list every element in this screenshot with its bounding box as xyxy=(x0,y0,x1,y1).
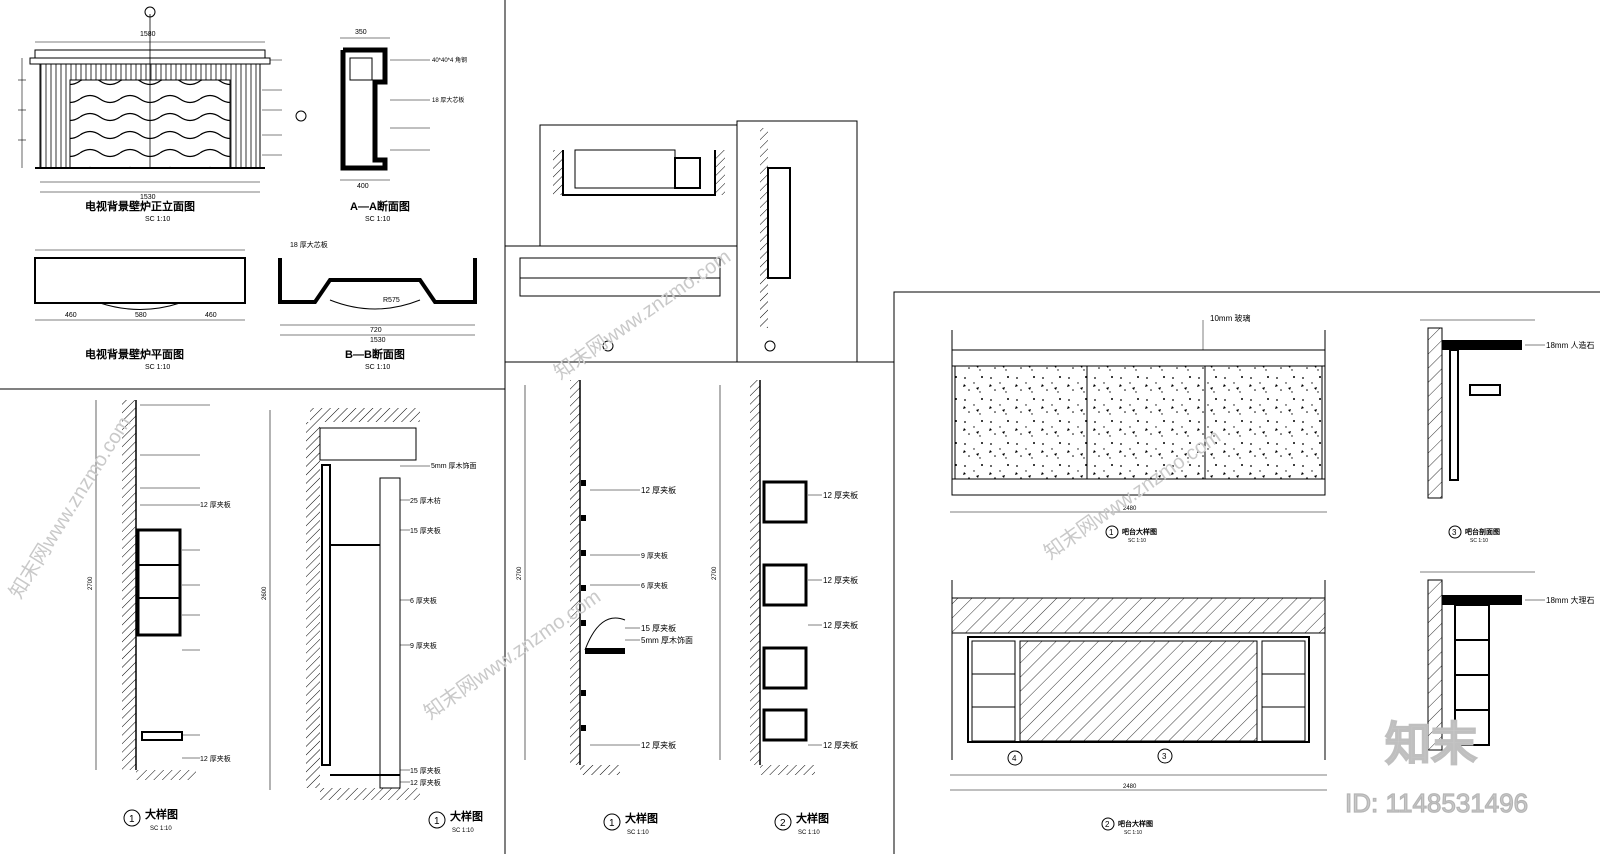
bar1-num: 1 xyxy=(1109,528,1114,537)
bar2-num: 2 xyxy=(1105,820,1110,829)
d1b-note-2: 25 厚木枋 xyxy=(410,496,441,505)
section-bb: 18 厚大芯板 R575 720 1530 B—B断面图 SC 1:10 xyxy=(278,240,477,371)
bar3-title: 吧台剖面图 xyxy=(1465,527,1500,536)
bar1-title: 吧台大样图 xyxy=(1122,527,1157,536)
d1-note-1: 12 厚夹板 xyxy=(200,500,231,509)
plan-dim-1: 460 xyxy=(65,312,77,319)
watermark-repeat-2: 知末网www.znzmo.com xyxy=(550,245,735,384)
watermark-id: ID: 1148531496 xyxy=(1345,788,1528,818)
fireplace-plan: 460 580 460 电视背景壁炉平面图 SC 1:10 xyxy=(34,249,246,371)
fp-elevation-title: 电视背景壁炉正立面图 xyxy=(85,199,195,213)
d1b-title: 大样图 xyxy=(450,809,483,823)
watermark: 知末网www.znzmo.com 知末网www.znzmo.com 知末网www… xyxy=(5,245,1529,819)
aa-scale: SC 1:10 xyxy=(365,216,390,223)
d1c-scale: SC 1:10 xyxy=(627,830,649,836)
d1b-scale: SC 1:10 xyxy=(452,828,474,834)
fp-dim-top: 1580 xyxy=(140,31,156,38)
bb-radius: R575 xyxy=(383,297,400,304)
bar2-title: 吧台大样图 xyxy=(1118,819,1153,828)
d2-title: 大样图 xyxy=(796,811,829,825)
d1-note-2: 12 厚夹板 xyxy=(200,754,231,763)
detail-1-left: 12 厚夹板 12 厚夹板 2700 1 大样图 SC 1:10 xyxy=(88,400,231,832)
d1b-note-7: 12 厚夹板 xyxy=(410,778,441,787)
fp-elevation-scale: SC 1:10 xyxy=(145,216,170,223)
bar-elevation-1: 10mm 玻璃 2480 1 吧台大样图 SC 1:10 xyxy=(950,313,1327,544)
d1c-title: 大样图 xyxy=(625,811,658,825)
aa-note-board: 18 厚大芯板 xyxy=(432,96,464,104)
d1c-note-5: 5mm 厚木饰面 xyxy=(641,635,693,645)
bb-note: 18 厚大芯板 xyxy=(290,240,328,249)
d1c-note-4: 15 厚夹板 xyxy=(641,623,676,633)
detail-2: 12 厚夹板 12 厚夹板 12 厚夹板 12 厚夹板 2700 2 大样图 S… xyxy=(712,380,858,836)
d1c-note-1: 12 厚夹板 xyxy=(641,485,676,495)
d1b-note-6: 15 厚夹板 xyxy=(410,766,441,775)
bar1-scale: SC 1:10 xyxy=(1128,538,1146,544)
d1-height: 2700 xyxy=(88,576,94,590)
d2-note-2: 12 厚夹板 xyxy=(823,575,858,585)
d1-title: 大样图 xyxy=(145,807,178,821)
bb-title: B—B断面图 xyxy=(345,347,405,361)
bar2-dim: 2480 xyxy=(1123,784,1137,790)
plan-dim-2: 580 xyxy=(135,312,147,319)
d1c-note-6: 12 厚夹板 xyxy=(641,740,676,750)
bb-dim-720: 720 xyxy=(370,327,382,334)
d1b-note-4: 6 厚夹板 xyxy=(410,596,437,605)
d1-scale: SC 1:10 xyxy=(150,826,172,832)
d1b-note-3: 15 厚夹板 xyxy=(410,526,441,535)
bar1-note-glass: 10mm 玻璃 xyxy=(1210,313,1250,323)
d2-note-4: 12 厚夹板 xyxy=(823,740,858,750)
bar3-note: 18mm 人造石 xyxy=(1546,340,1594,350)
fp-dim-total: 1530 xyxy=(140,194,156,201)
bb-scale: SC 1:10 xyxy=(365,364,390,371)
aa-dim-bottom: 400 xyxy=(357,183,369,190)
d1b-note-5: 9 厚夹板 xyxy=(410,641,437,650)
bar2-scale: SC 1:10 xyxy=(1124,830,1142,836)
d1b-height: 2600 xyxy=(262,586,268,600)
plan-title: 电视背景壁炉平面图 xyxy=(85,347,184,361)
d2-note-1: 12 厚夹板 xyxy=(823,490,858,500)
d1b-num: 1 xyxy=(434,816,440,827)
bar-side-3: 18mm 人造石 3 吧台剖面图 SC 1:10 xyxy=(1420,319,1594,544)
plan-dim-3: 460 xyxy=(205,312,217,319)
d1c-note-3: 6 厚夹板 xyxy=(641,581,668,590)
d2-note-3: 12 厚夹板 xyxy=(823,620,858,630)
bar2-marker-3: 3 xyxy=(1162,752,1167,761)
bar2-marker-4: 4 xyxy=(1012,754,1017,763)
d1c-num: 1 xyxy=(609,818,615,829)
watermark-repeat-1: 知末网www.znzmo.com xyxy=(5,412,136,602)
aa-note-angle: 40*40*4 角钢 xyxy=(432,56,467,64)
bar3-scale: SC 1:10 xyxy=(1470,538,1488,544)
aa-title: A—A断面图 xyxy=(350,199,410,213)
bar-side-4: 18mm 大理石 xyxy=(1420,571,1594,751)
bar1-dim: 2480 xyxy=(1123,506,1137,512)
bar4-note: 18mm 大理石 xyxy=(1546,595,1594,605)
bb-dim-total: 1530 xyxy=(370,337,386,344)
d1c-height: 2700 xyxy=(517,566,523,580)
detail-1b: 5mm 厚木饰面 25 厚木枋 15 厚夹板 6 厚夹板 9 厚夹板 15 厚夹… xyxy=(262,408,483,834)
d1c-note-2: 9 厚夹板 xyxy=(641,551,668,560)
fireplace-elevation: 1580 1530 电视背景壁炉正立面图 SC 1:10 xyxy=(18,6,307,223)
d1b-note-1: 5mm 厚木饰面 xyxy=(431,461,477,470)
d2-num: 2 xyxy=(780,818,786,829)
d1-num: 1 xyxy=(129,814,135,825)
d2-scale: SC 1:10 xyxy=(798,830,820,836)
mid-top-detail xyxy=(519,128,791,352)
bar-elevation-2: 4 3 2480 2 吧台大样图 SC 1:10 xyxy=(950,580,1327,836)
plan-scale: SC 1:10 xyxy=(145,364,170,371)
bar3-num: 3 xyxy=(1452,528,1457,537)
detail-1c: 12 厚夹板 9 厚夹板 6 厚夹板 15 厚夹板 5mm 厚木饰面 12 厚夹… xyxy=(517,380,693,836)
section-aa: 350 400 40*40*4 角钢 18 厚大芯板 A—A断面图 SC 1:1… xyxy=(340,29,467,223)
d2-height: 2700 xyxy=(712,566,718,580)
aa-dim-top: 350 xyxy=(355,29,367,36)
watermark-logo: 知末 xyxy=(1385,718,1477,770)
